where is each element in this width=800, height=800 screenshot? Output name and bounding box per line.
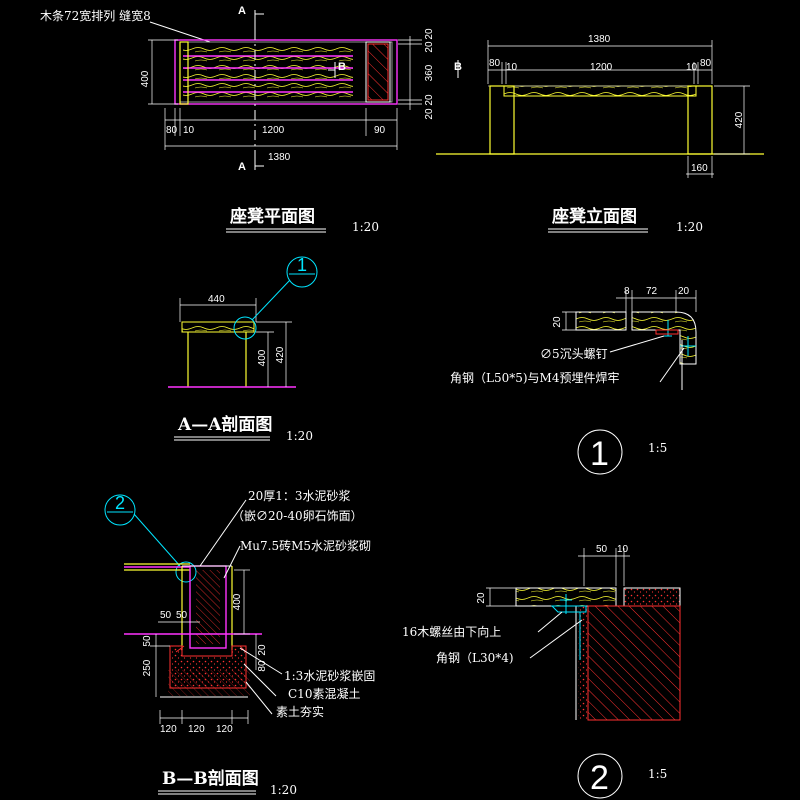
detail-1-symbol-label: 1 (590, 435, 609, 473)
d1-note1: ∅5沉头螺钉 (540, 347, 608, 361)
plan-left-support (179, 41, 189, 105)
plan-dim-right-0: 20 (424, 28, 435, 40)
cut-a-bottom-label: A (238, 161, 246, 173)
bb-brick-hatch (196, 570, 220, 644)
aa-seat-board (181, 321, 255, 333)
d1-dim-top-1: 72 (646, 286, 658, 297)
d1-dim-top-2: 20 (678, 286, 690, 297)
bb-note1: 20厚1：3水泥砂浆 (248, 488, 351, 503)
detail-2: 50 10 20 16木螺丝由下向上 角钢（L30*4) 2 1:5 (402, 544, 681, 799)
d1-scale: 1:5 (648, 441, 667, 455)
plan-dim-right-3: 20 (424, 94, 435, 106)
elev-dim-height: 420 (734, 111, 745, 128)
detail-2-symbol (577, 753, 623, 799)
elev-dim-top-2: 1200 (590, 62, 613, 73)
plan-dim-total: 1380 (268, 152, 291, 163)
elev-dim-total: 1380 (588, 34, 611, 45)
cut-a-top-label: A (238, 5, 246, 17)
bb-dim-right-1: 80 (257, 660, 268, 672)
bb-note4: 1:3水泥砂浆嵌固 (284, 668, 375, 683)
bb-dim-found1: 50 (142, 635, 153, 647)
plan-dim-right-1: 20 (424, 41, 435, 53)
plan-wood-slats (183, 44, 353, 100)
plan-dim-bottom-0: 80 (166, 125, 178, 136)
bb-note3: Mu7.5砖M5水泥砂浆砌 (240, 538, 371, 553)
plan-note: 木条72宽排列 缝宽8 (40, 8, 151, 23)
elev-dim-top-1: 10 (506, 62, 518, 73)
d2-dim-top-1: 10 (617, 544, 629, 555)
detail-bubble-1 (286, 256, 318, 288)
d1-angle-steel (655, 329, 679, 335)
d2-cap-mortar (623, 587, 681, 607)
plan-dim-height: 400 (140, 70, 151, 87)
bb-note5: C10素混凝土 (288, 686, 360, 701)
detail-bubble-2 (104, 494, 136, 526)
bb-title: B—B剖面图 (162, 768, 259, 789)
d2-brick-wall (587, 605, 681, 721)
detail-1: 8 72 20 20 ∅5沉头螺钉 角钢（L50*5)与M4预埋件焊牢 1 1:… (450, 286, 697, 475)
bb-detail-leader (133, 513, 181, 567)
plan-right-support (367, 43, 389, 101)
bb-note6: 素土夯实 (276, 704, 324, 719)
aa-detail-circle (233, 316, 257, 340)
d1-dim-thk: 20 (552, 316, 563, 328)
d2-note1: 16木螺丝由下向上 (402, 624, 501, 639)
elevation-title: 座凳立面图 (552, 206, 637, 227)
bb-dim-right-0: 20 (257, 644, 268, 656)
elev-dim-leg: 160 (691, 163, 708, 174)
elev-dim-top-3: 10 (686, 62, 698, 73)
bb-scale: 1:20 (270, 783, 297, 797)
aa-dim-h2: 420 (275, 346, 286, 363)
d2-dim-top-0: 50 (596, 544, 608, 555)
plan-outline (174, 39, 398, 105)
d1-note2: 角钢（L50*5)与M4预埋件焊牢 (450, 370, 619, 385)
d2-angle-steel (550, 605, 587, 613)
aa-dim-h1: 400 (257, 349, 268, 366)
bb-dim-bottom-2: 120 (216, 724, 233, 735)
detail-bubble-1-label: 1 (297, 255, 307, 275)
plan-dim-bottom-2: 1200 (262, 125, 285, 136)
plan-note-leader (149, 21, 211, 43)
d1-slat-1 (575, 311, 627, 331)
plan-dim-right-2: 360 (424, 64, 435, 81)
cut-b-label: B (338, 61, 346, 73)
aa-detail-leader (251, 279, 291, 321)
plan-dim-bottom-1: 10 (183, 125, 195, 136)
d2-dim-thk: 20 (476, 592, 487, 604)
aa-dim-width: 440 (208, 294, 225, 305)
section-bb: 2 400 50 50 50 250 (104, 488, 375, 797)
d2-plaster (578, 606, 588, 720)
d2-note2: 角钢（L30*4) (436, 651, 514, 665)
bb-dim-bottom-0: 120 (160, 724, 177, 735)
bb-dim-left-1: 50 (176, 610, 188, 621)
elev-cut-b-label: B (454, 61, 462, 73)
section-aa: 440 400 420 1 A—A剖面图 1:20 (168, 255, 318, 443)
elev-seat-board (503, 85, 697, 97)
bb-compacted-soil (168, 670, 250, 696)
plan-dim-bottom-3: 90 (374, 125, 386, 136)
elev-dim-top-0: 80 (489, 58, 501, 69)
elevation-view: 1380 80 10 1200 10 80 B 420 160 座凳立面图 (436, 34, 764, 234)
d1-slat-edge (631, 311, 697, 365)
plan-scale: 1:20 (352, 220, 379, 234)
bb-detail-circle (175, 561, 197, 583)
bb-dim-found2: 250 (142, 659, 153, 676)
plan-view: 木条72宽排列 缝宽8 A A B 400 (40, 5, 435, 234)
detail-2-symbol-label: 2 (590, 759, 609, 797)
bb-dim-left-0: 50 (160, 610, 172, 621)
d2-scale: 1:5 (648, 767, 667, 781)
bb-dim-bottom-1: 120 (188, 724, 205, 735)
bb-dim-h: 400 (232, 593, 243, 610)
aa-title: A—A剖面图 (177, 414, 272, 435)
elev-dim-top-4: 80 (700, 58, 712, 69)
aa-scale: 1:20 (286, 429, 313, 443)
elevation-scale: 1:20 (676, 220, 703, 234)
plan-dim-right-4: 20 (424, 108, 435, 120)
detail-bubble-2-label: 2 (115, 493, 125, 513)
bb-note2: （嵌∅20-40卵石饰面） (232, 509, 363, 523)
plan-title: 座凳平面图 (230, 206, 315, 227)
detail-1-symbol (577, 429, 623, 475)
d1-dim-top-0: 8 (624, 286, 630, 297)
